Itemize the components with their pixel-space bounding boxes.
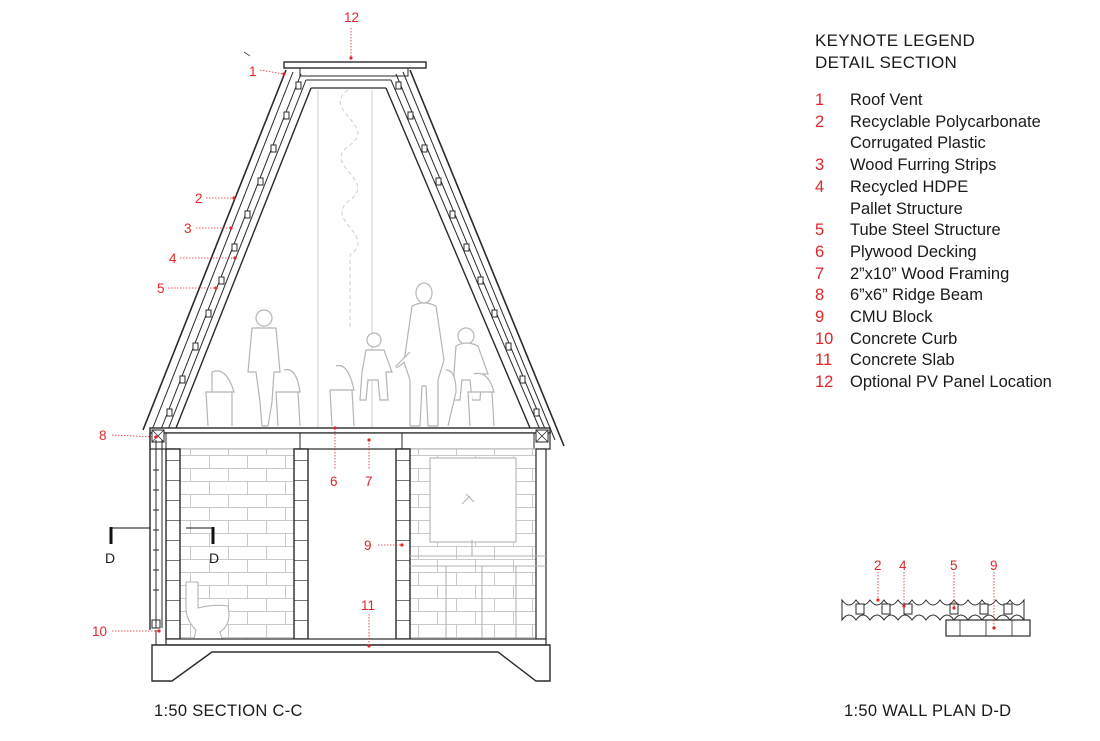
legend-item-number: 3 bbox=[815, 156, 825, 175]
legend-item-number: 11 bbox=[815, 351, 833, 370]
legend-title: KEYNOTE LEGEND bbox=[815, 31, 976, 50]
wall-plan-drawing bbox=[841, 598, 1031, 637]
legend-item: 9 CMU Block bbox=[815, 307, 1052, 329]
legend-item-number: 6 bbox=[815, 242, 825, 261]
callout-5: 5 bbox=[157, 281, 165, 296]
legend-item: 5 Tube Steel Structure bbox=[815, 220, 1052, 242]
plan-callout-9: 9 bbox=[990, 558, 998, 573]
legend-item-label: Roof Vent bbox=[850, 91, 923, 109]
legend-item: 10 Concrete Curb bbox=[815, 329, 1052, 351]
callout-11: 11 bbox=[361, 598, 375, 613]
callout-7: 7 bbox=[365, 474, 373, 489]
callout-leaders bbox=[111, 28, 402, 646]
plan-callout-5: 5 bbox=[950, 558, 958, 573]
floor-deck bbox=[149, 427, 551, 450]
exterior-siding bbox=[149, 433, 163, 630]
legend-item-number: 8 bbox=[815, 286, 825, 305]
legend-item-number: 5 bbox=[815, 221, 825, 240]
legend-item: 11 Concrete Slab bbox=[815, 350, 1052, 372]
legend-item-number: 7 bbox=[815, 264, 825, 283]
callout-10: 10 bbox=[92, 624, 107, 639]
legend-item-label: CMU Block bbox=[850, 308, 933, 327]
callout-3: 3 bbox=[184, 221, 192, 236]
legend-item-label: Wood Furring Strips bbox=[850, 156, 997, 175]
legend-item-label: Corrugated Plastic bbox=[850, 134, 986, 153]
legend-item: 1 Roof Vent bbox=[815, 90, 1052, 112]
legend-item-label: 6”x6” Ridge Beam bbox=[850, 286, 983, 305]
legend-item-label: Recyclable Polycarbonate bbox=[850, 112, 1041, 131]
legend-subtitle: DETAIL SECTION bbox=[815, 53, 958, 72]
legend-item-number: 2 bbox=[815, 112, 825, 131]
callout-dots bbox=[154, 56, 404, 648]
legend-item: 8 6”x6” Ridge Beam bbox=[815, 285, 1052, 307]
legend-item: 6 Plywood Decking bbox=[815, 242, 1052, 264]
callout-9: 9 bbox=[364, 538, 372, 553]
legend-item-number: 4 bbox=[815, 177, 825, 196]
roof-furring-strips bbox=[166, 81, 540, 417]
legend-item-number: 10 bbox=[815, 329, 834, 348]
cut-label-left: D bbox=[105, 550, 115, 566]
callout-2: 2 bbox=[195, 191, 203, 206]
foundation bbox=[151, 630, 551, 682]
section-cut-marks bbox=[109, 527, 215, 544]
callout-numbers: 12 1 2 3 4 5 8 6 7 9 11 10 bbox=[92, 10, 375, 639]
keynote-legend: KEYNOTE LEGEND DETAIL SECTION 1 Roof Vent… bbox=[815, 30, 1052, 394]
wall-plan-leaders bbox=[877, 572, 995, 628]
callout-12: 12 bbox=[344, 10, 359, 25]
legend-item-number: 1 bbox=[815, 91, 825, 109]
wall-plan-numbers: 2 4 5 9 bbox=[874, 558, 998, 573]
callout-6: 6 bbox=[330, 474, 338, 489]
wall-plan-caption: 1:50 WALL PLAN D-D bbox=[844, 702, 1012, 720]
cut-label-right: D bbox=[209, 550, 219, 566]
legend-item: 7 2”x10” Wood Framing bbox=[815, 264, 1052, 286]
legend-item: 4 Recycled HDPE Pallet Structure bbox=[815, 177, 1052, 220]
legend-item-label: 2”x10” Wood Framing bbox=[850, 264, 1010, 283]
legend-item-label: Tube Steel Structure bbox=[850, 221, 1001, 240]
legend-item-label: Pallet Structure bbox=[850, 199, 963, 218]
legend-item: 3 Wood Furring Strips bbox=[815, 155, 1052, 177]
legend-item-label: Plywood Decking bbox=[850, 242, 977, 261]
legend-item-label: Concrete Curb bbox=[850, 329, 958, 348]
legend-item-label: Recycled HDPE bbox=[850, 177, 969, 196]
wall-plan-dots bbox=[876, 598, 996, 630]
plan-callout-2: 2 bbox=[874, 558, 882, 573]
interior-fixtures bbox=[185, 457, 546, 640]
plan-callout-4: 4 bbox=[899, 558, 907, 573]
legend-item-number: 12 bbox=[815, 373, 834, 392]
legend-item: 12 Optional PV Panel Location bbox=[815, 372, 1052, 394]
callout-1: 1 bbox=[249, 64, 257, 79]
callout-4: 4 bbox=[169, 251, 177, 266]
legend-item-label: Optional PV Panel Location bbox=[850, 373, 1052, 392]
callout-8: 8 bbox=[99, 428, 107, 443]
people-silhouettes bbox=[205, 282, 495, 427]
roof-shell bbox=[142, 61, 565, 447]
legend-item-number: 9 bbox=[815, 308, 825, 327]
legend-item-label: Concrete Slab bbox=[850, 351, 955, 370]
vent-arrow-mark bbox=[243, 51, 251, 57]
section-caption: 1:50 SECTION C-C bbox=[154, 702, 303, 720]
